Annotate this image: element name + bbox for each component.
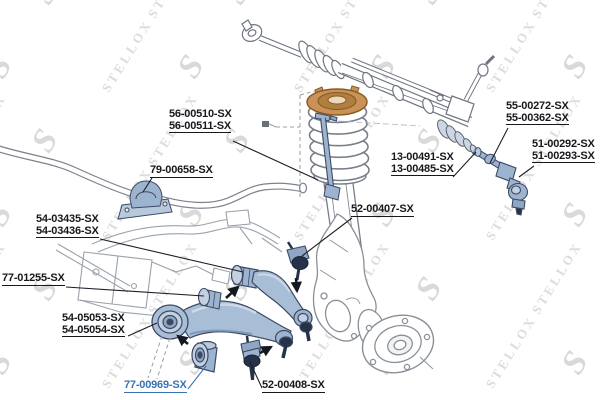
part-label-54-05053[interactable]: 54-05053-SX 54-05054-SX bbox=[62, 312, 125, 337]
steering-rack-drawing bbox=[241, 19, 496, 128]
control-arm-front-part bbox=[151, 300, 294, 359]
part-number: 56-00511-SX bbox=[169, 119, 232, 133]
part-label-79-00658[interactable]: 79-00658-SX bbox=[150, 164, 213, 178]
part-label-51-00292[interactable]: 51-00292-SX 51-00293-SX bbox=[532, 138, 595, 163]
stabilizer-link-part bbox=[314, 112, 341, 201]
ball-joint-52-00408-part bbox=[240, 335, 262, 380]
part-number: 52-00408-SX bbox=[262, 379, 325, 393]
part-number: 13-00491-SX bbox=[391, 151, 454, 163]
part-number: 55-00362-SX bbox=[506, 111, 569, 125]
ball-joint-52-00407-part bbox=[286, 241, 310, 281]
part-number: 52-00407-SX bbox=[351, 203, 414, 217]
part-number: 77-00969-SX bbox=[124, 379, 187, 393]
part-label-77-01255[interactable]: 77-01255-SX bbox=[2, 272, 65, 286]
part-label-56-00510[interactable]: 56-00510-SX 56-00511-SX bbox=[169, 108, 232, 133]
bushing-77-00969-part bbox=[191, 340, 218, 373]
direction-arrows bbox=[176, 277, 303, 357]
subframe-drawing bbox=[55, 209, 283, 317]
part-number: 56-00510-SX bbox=[169, 108, 232, 120]
part-label-13-00491[interactable]: 13-00491-SX 13-00485-SX bbox=[391, 151, 454, 176]
tie-rod-end-part bbox=[495, 161, 529, 216]
part-number: 77-01255-SX bbox=[2, 272, 65, 286]
knuckle-drawing bbox=[312, 213, 377, 342]
part-number: 79-00658-SX bbox=[150, 164, 213, 178]
part-number: 54-05053-SX bbox=[62, 312, 125, 324]
control-arm-rear-part bbox=[230, 264, 313, 342]
part-label-52-00408[interactable]: 52-00408-SX bbox=[262, 379, 325, 393]
wheel-hub-drawing bbox=[357, 308, 435, 374]
stabilizer-bar-drawing bbox=[0, 145, 308, 209]
part-number: 54-03436-SX bbox=[36, 224, 99, 238]
part-number: 54-03435-SX bbox=[36, 213, 99, 225]
part-number: 51-00293-SX bbox=[532, 149, 595, 163]
part-number: 55-00272-SX bbox=[506, 100, 569, 112]
leader-lines bbox=[65, 127, 535, 390]
part-number: 51-00292-SX bbox=[532, 138, 595, 150]
part-label-54-03435[interactable]: 54-03435-SX 54-03436-SX bbox=[36, 213, 99, 238]
part-label-52-00407[interactable]: 52-00407-SX bbox=[351, 203, 414, 217]
part-label-77-00969-link[interactable]: 77-00969-SX bbox=[124, 379, 187, 393]
part-number: 13-00485-SX bbox=[391, 162, 454, 176]
part-number: 54-05054-SX bbox=[62, 323, 125, 337]
bushing-77-01255-part bbox=[197, 287, 222, 310]
stabilizer-bushing-part bbox=[117, 180, 173, 220]
part-label-55-00272[interactable]: 55-00272-SX 55-00362-SX bbox=[506, 100, 569, 125]
dashed-guides bbox=[147, 90, 421, 380]
